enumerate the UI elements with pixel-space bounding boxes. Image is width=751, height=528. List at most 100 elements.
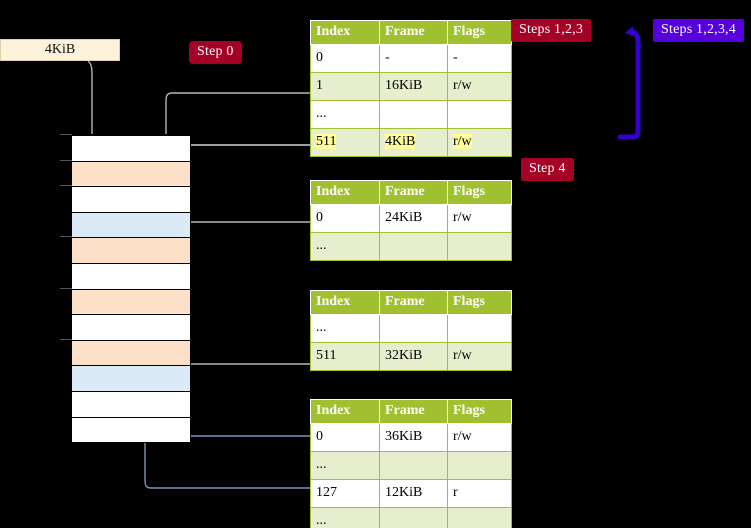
column-header-flags: Flags <box>447 20 512 45</box>
memory-frame-row <box>71 314 191 341</box>
table-cell: 127 <box>310 479 380 508</box>
memory-tick <box>60 134 72 135</box>
highlighted-value: 4KiB <box>385 134 416 149</box>
column-header-flags: Flags <box>447 180 512 205</box>
table-cell <box>379 100 448 129</box>
table-cell: r/w <box>447 128 512 157</box>
table-cell: 24KiB <box>379 204 448 233</box>
table-cell: 511 <box>310 128 380 157</box>
column-header-flags: Flags <box>447 290 512 315</box>
table-cell: ... <box>310 314 380 343</box>
connector-l0-row511-to-memory <box>175 144 310 156</box>
table-cell <box>447 232 512 261</box>
column-header-index: Index <box>310 399 380 424</box>
step-0-badge: Step 0 <box>189 41 242 64</box>
column-header-frame: Frame <box>379 20 448 45</box>
memory-frame-row <box>71 135 191 162</box>
table-cell: r/w <box>447 342 512 371</box>
table-cell: 0 <box>310 204 380 233</box>
memory-tick <box>60 287 72 289</box>
table-cell: 511 <box>310 342 380 371</box>
table-cell <box>379 451 448 480</box>
memory-frame-row <box>71 160 191 188</box>
column-header-frame: Frame <box>379 290 448 315</box>
table-cell: 36KiB <box>379 423 448 452</box>
physical-memory-column <box>70 134 191 444</box>
steps-transition-arrow <box>617 26 641 140</box>
table-cell <box>379 507 448 528</box>
column-header-flags: Flags <box>447 399 512 424</box>
table-cell <box>379 232 448 261</box>
table-cell: r/w <box>447 204 512 233</box>
memory-frame-row <box>71 339 191 367</box>
memory-tick <box>60 236 72 238</box>
memory-size-label: 4KiB <box>0 39 120 61</box>
column-header-index: Index <box>310 290 380 315</box>
table-cell: 1 <box>310 72 380 101</box>
table-cell: r/w <box>447 72 512 101</box>
table-cell: - <box>447 44 512 73</box>
connector-l2-row511-to-memory <box>175 314 310 365</box>
memory-size-text: 4KiB <box>44 42 76 57</box>
steps-123-badge: Steps 1,2,3 <box>511 19 592 42</box>
table-row: 0-- <box>310 44 512 73</box>
table-cell: 0 <box>310 44 380 73</box>
memory-frame-row <box>71 391 191 418</box>
memory-frame-row <box>71 365 191 392</box>
table-cell: r/w <box>447 423 512 452</box>
table-row: ... <box>310 314 512 343</box>
highlighted-value: r/w <box>453 134 472 149</box>
table-cell: ... <box>310 100 380 129</box>
table-cell: 0 <box>310 423 380 452</box>
table-cell: ... <box>310 507 380 528</box>
table-cell: - <box>379 44 448 73</box>
steps-1234-badge: Steps 1,2,3,4 <box>653 19 744 42</box>
table-cell: ... <box>310 232 380 261</box>
memory-frame-row <box>71 186 191 213</box>
table-cell <box>447 451 512 480</box>
memory-tick <box>60 185 72 187</box>
connector-l1-row0-to-memory <box>175 221 310 265</box>
memory-frame-row <box>71 211 191 239</box>
table-cell: ... <box>310 451 380 480</box>
column-header-frame: Frame <box>379 180 448 205</box>
table-row: ... <box>310 507 512 528</box>
memory-tick <box>60 159 72 161</box>
column-header-index: Index <box>310 180 380 205</box>
table-cell <box>447 100 512 129</box>
table-cell: 4KiB <box>379 128 448 157</box>
column-header-index: Index <box>310 20 380 45</box>
table-cell <box>447 507 512 528</box>
table-cell: 12KiB <box>379 479 448 508</box>
table-row: ... <box>310 451 512 480</box>
highlighted-value: 511 <box>316 134 337 149</box>
table-cell: 16KiB <box>379 72 448 101</box>
memory-frame-row <box>71 237 191 264</box>
table-cell: 32KiB <box>379 342 448 371</box>
memory-frame-row <box>71 288 191 316</box>
memory-tick <box>60 338 72 340</box>
column-header-frame: Frame <box>379 399 448 424</box>
table-row: ... <box>310 100 512 129</box>
memory-frame-row <box>71 416 191 444</box>
table-row: ... <box>310 232 512 261</box>
table-cell <box>379 314 448 343</box>
memory-frame-row <box>71 263 191 290</box>
table-cell: r <box>447 479 512 508</box>
table-row: 511 4KiB r/w <box>310 128 512 157</box>
step-4-badge: Step 4 <box>521 158 574 181</box>
